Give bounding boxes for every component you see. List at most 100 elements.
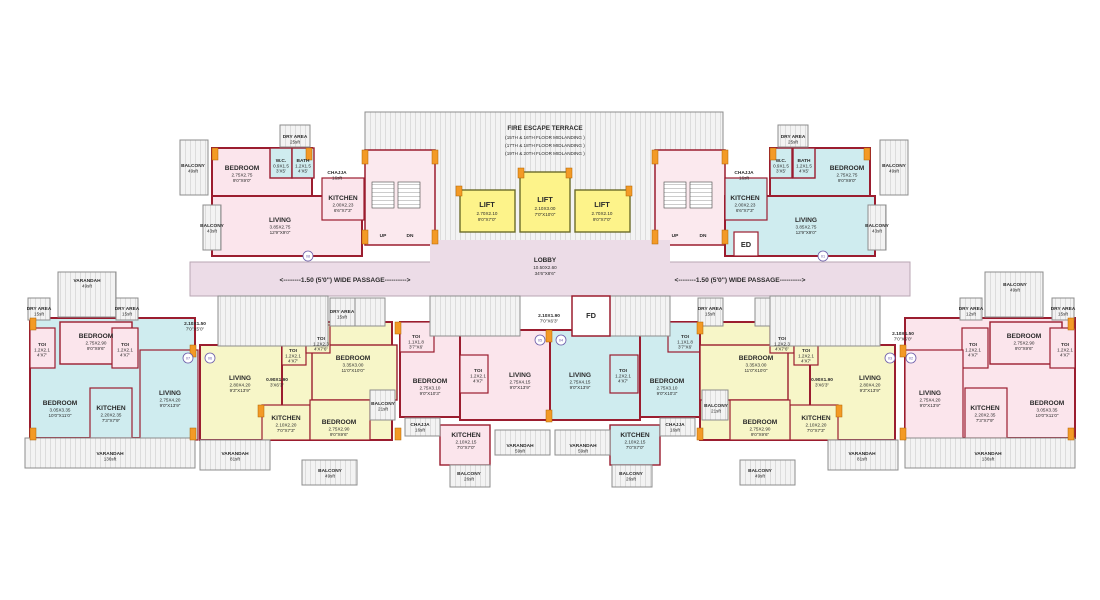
room-dim: 1.2X2.1 bbox=[117, 348, 133, 353]
room-dim: 2.75X2.75 bbox=[837, 173, 858, 178]
room-dim: 21sft bbox=[711, 409, 722, 414]
room-dim: 21sft bbox=[378, 407, 389, 412]
room-dim: 1.2X2.1 bbox=[285, 354, 301, 359]
room-name: TOI bbox=[802, 348, 811, 354]
room-name: 2.10X1.90 bbox=[538, 313, 560, 319]
room-dim: 6'6"X7'3" bbox=[736, 208, 755, 213]
room-dim: 2.75X4.20 bbox=[160, 398, 181, 403]
room-dim: 3.85X2.75 bbox=[270, 225, 291, 230]
room-dim: 59sft bbox=[515, 449, 526, 454]
room-dim: 12'9"X9'0" bbox=[270, 230, 291, 235]
room-name: LIVING bbox=[859, 375, 881, 382]
room-dim: 9'0"X10'3" bbox=[420, 391, 441, 396]
lift-dim: 2.70X2.10 bbox=[592, 211, 613, 216]
room-label: 0.90X1.903'X6'3" bbox=[811, 377, 833, 388]
room-dim: 15sft bbox=[122, 312, 133, 317]
room-dim: 15sft bbox=[1058, 312, 1069, 317]
room-dim: 2.00X2.23 bbox=[333, 203, 354, 208]
room-dim: 4'X7' bbox=[37, 353, 47, 358]
room-name: TOI bbox=[412, 334, 421, 340]
room-name: KITCHEN bbox=[970, 405, 1000, 412]
room-dim: 1.2X2.3 bbox=[774, 342, 790, 347]
room-name: LIVING bbox=[795, 217, 817, 224]
room-dim: 81sft bbox=[230, 457, 241, 462]
lobby-name: LOBBY bbox=[534, 257, 557, 264]
room-label: 2.10X1.507'0"X5'0" bbox=[892, 331, 914, 342]
room-name: BALCONY bbox=[748, 468, 773, 474]
lift-name: LIFT bbox=[594, 200, 610, 209]
room-name: VARANDAH bbox=[569, 443, 597, 449]
terrace-line: (17TH & 18TH FLOOR MIDLANDING ) bbox=[505, 143, 585, 148]
room-labels: BEDROOM2.75X2.759'0"X9'0"W.C.0.9X1.53'X5… bbox=[27, 134, 1076, 482]
room-dim: 2.75X4.20 bbox=[920, 398, 941, 403]
room-dim: 9'0"X9'6" bbox=[1015, 346, 1034, 351]
room-name: TOI bbox=[474, 368, 483, 374]
room-label: W.C.0.9X1.53'X5' bbox=[273, 158, 289, 174]
room-dim: 136sft bbox=[982, 457, 995, 462]
room-dim: 1.2X2.1 bbox=[34, 348, 50, 353]
room-dim: 7'0"X7'3" bbox=[807, 428, 826, 433]
room-dim: 4'X7' bbox=[801, 359, 811, 364]
lift-dim: 2.70X2.10 bbox=[477, 211, 498, 216]
room-dim: 9'0"X13'9" bbox=[510, 385, 531, 390]
room-name: BALCONY bbox=[200, 223, 225, 229]
room-name: LIVING bbox=[919, 390, 941, 397]
room-name: KITCHEN bbox=[328, 195, 358, 202]
room-name: TOI bbox=[619, 368, 628, 374]
lift-dim: 9'0"X7'0" bbox=[593, 217, 612, 222]
room-dim: 9'0"X9'0" bbox=[838, 178, 857, 183]
room-dim: 49sft bbox=[755, 474, 766, 479]
room-name: TOI bbox=[681, 334, 690, 340]
room-dim: 0.9X1.5 bbox=[273, 164, 289, 169]
room-dim: 4'X7' bbox=[473, 379, 483, 384]
stair-labels: UP DN UP DN bbox=[380, 233, 707, 239]
room-dim: 3.05X3.35 bbox=[50, 408, 71, 413]
flat-tag: 06 bbox=[208, 357, 212, 361]
room-name: 0.90X1.90 bbox=[266, 377, 288, 383]
room-dim: 9'3"X13'9" bbox=[860, 388, 881, 393]
lift-name: LIFT bbox=[479, 200, 495, 209]
room-dim: 1.2X2.1 bbox=[470, 374, 486, 379]
room-dim: 2.10X2.20 bbox=[806, 423, 827, 428]
room-dim: 15sft bbox=[34, 312, 45, 317]
room-dim: 59sft bbox=[578, 449, 589, 454]
room-name: TOI bbox=[289, 348, 298, 354]
room-dim: 1.2X2.1 bbox=[1057, 348, 1073, 353]
room-dim: 9'0"X9'6" bbox=[87, 346, 106, 351]
room-dim: 12'9"X9'0" bbox=[796, 230, 817, 235]
terrace-labels: FIRE ESCAPE TERRACE (15TH & 16TH FLOOR M… bbox=[505, 125, 585, 156]
room-dim: 4'X5' bbox=[298, 169, 308, 174]
room-name: KITCHEN bbox=[451, 432, 481, 439]
room-dim: 7'3"X7'9" bbox=[976, 418, 995, 423]
room-name: W.C. bbox=[276, 158, 286, 164]
room-name: BALCONY bbox=[1003, 282, 1028, 288]
room-dim: 6'6"X7'3" bbox=[334, 208, 353, 213]
flat-tags: 01 02 03 04 05 06 07 08 bbox=[182, 250, 917, 364]
stair-up: UP bbox=[380, 233, 387, 239]
room-name: BALCONY bbox=[318, 468, 343, 474]
room-dim: 3'7"X6' bbox=[409, 345, 423, 350]
room-dim: 0.9X1.5 bbox=[773, 164, 789, 169]
room-dim: 2.10X2.15 bbox=[625, 440, 646, 445]
room-dim: 15sft bbox=[705, 312, 716, 317]
